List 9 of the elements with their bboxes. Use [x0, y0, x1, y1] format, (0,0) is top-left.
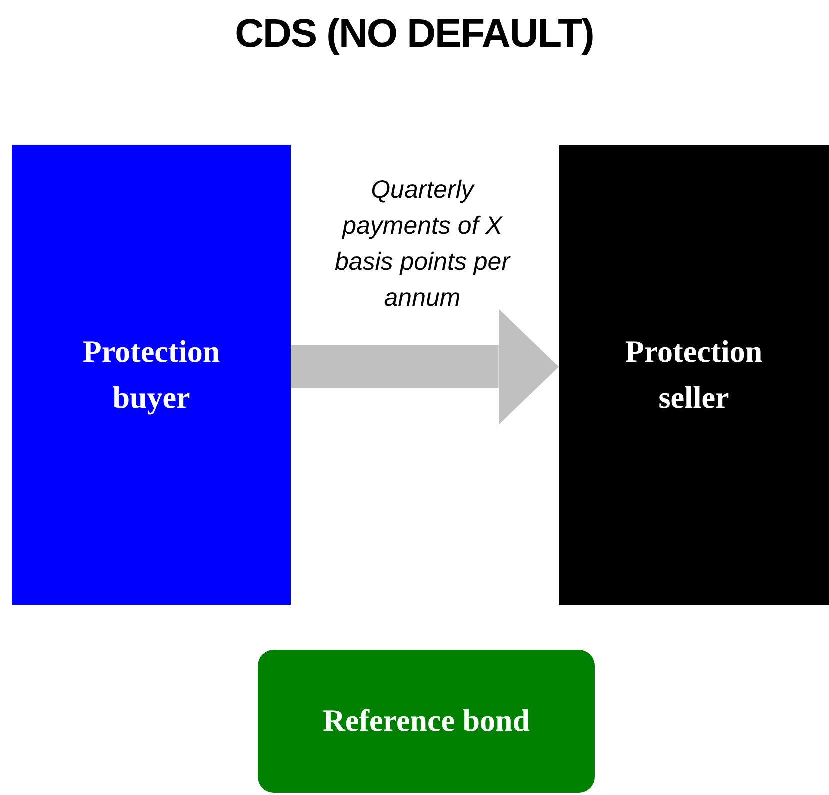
- entity-label: Reference bond: [322, 702, 531, 740]
- title: CDS (NO DEFAULT): [234, 12, 595, 57]
- entity-box: [559, 145, 829, 605]
- edge-label: Quarterly payments of X basis points per annum: [334, 175, 512, 314]
- entity-box: [12, 145, 291, 605]
- entity-box: [258, 650, 595, 793]
- entity-label: Protection seller: [624, 332, 764, 417]
- block-arrow: [291, 308, 559, 426]
- entity-label: Protection buyer: [82, 332, 222, 417]
